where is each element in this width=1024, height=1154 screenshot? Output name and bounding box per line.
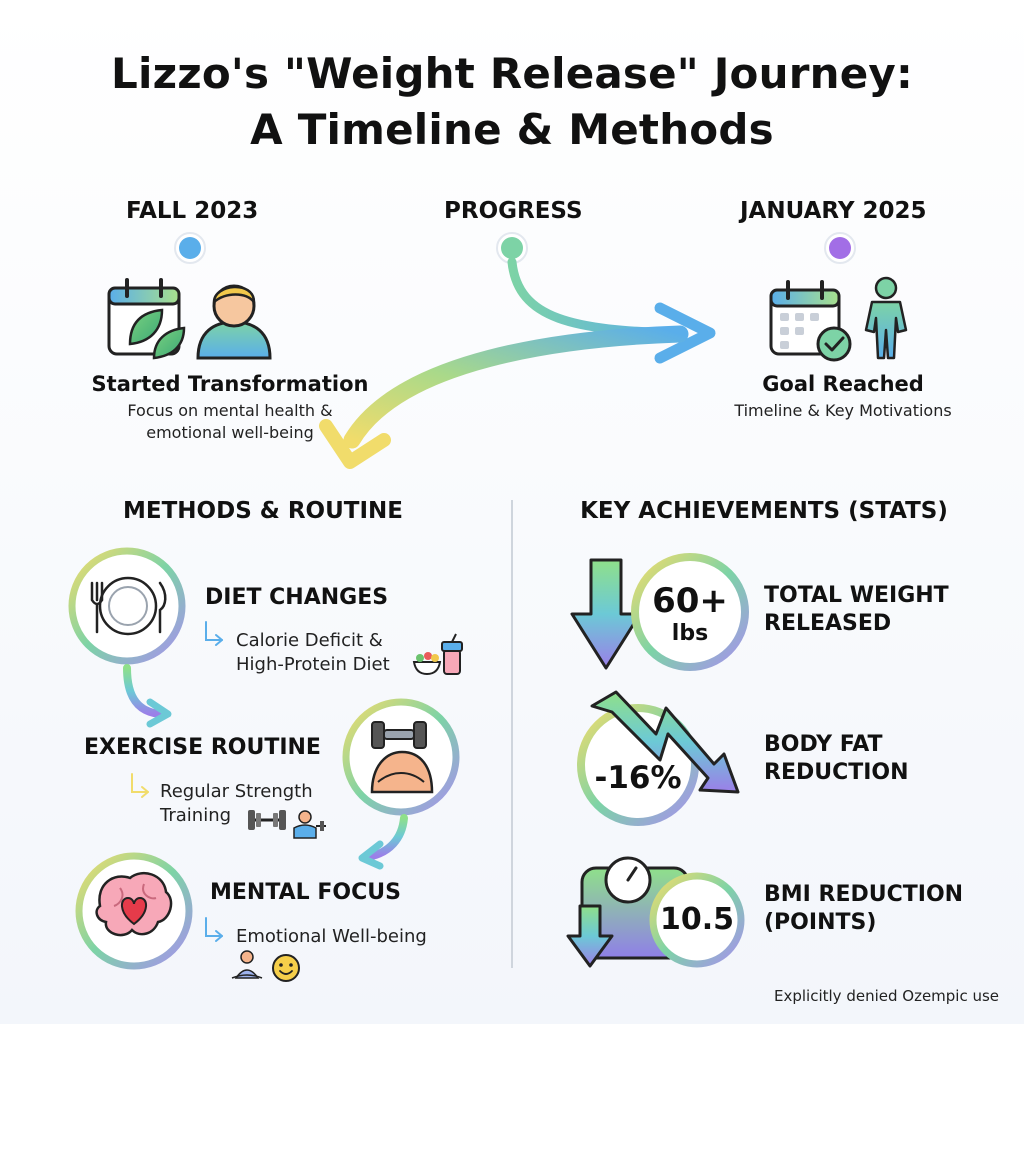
stat-bodyfat-label-2: REDUCTION xyxy=(764,760,909,785)
person-icon xyxy=(196,284,272,360)
methods-sweep-arrow xyxy=(319,325,689,469)
stat-weight-unit: lbs xyxy=(671,621,709,646)
flexed-arm-dumbbell-icon xyxy=(342,698,460,816)
timeline-dot-end xyxy=(824,232,856,264)
page-subtitle: A Timeline & Methods xyxy=(250,105,774,154)
stat-bmi-label-1: BMI REDUCTION xyxy=(764,882,964,907)
diet-title: DIET CHANGES xyxy=(205,585,389,610)
stat-ring-bmi xyxy=(649,872,745,968)
stat-bmi-label-2: (POINTS) xyxy=(764,910,877,935)
page-title: Lizzo's "Weight Release" Journey: xyxy=(111,49,913,98)
infographic: Lizzo's "Weight Release" Journey: A Time… xyxy=(0,0,1024,1024)
smiley-icon xyxy=(272,954,300,982)
plate-icon xyxy=(68,547,186,665)
exercise-detail-2: Training xyxy=(160,805,232,826)
exercise-detail-1: Regular Strength xyxy=(160,781,313,802)
timeline-label-start: FALL 2023 xyxy=(126,198,259,224)
diet-detail-2: High-Protein Diet xyxy=(236,654,390,675)
stat-ring-weight xyxy=(631,553,749,671)
methods-heading: METHODS & ROUTINE xyxy=(123,498,403,524)
infographic-artwork xyxy=(68,232,908,982)
salad-bowl-icon xyxy=(412,652,442,676)
mental-detail: Emotional Well-being xyxy=(236,926,427,947)
timeline xyxy=(174,232,856,264)
protein-shaker-icon xyxy=(441,633,463,675)
meditation-icon xyxy=(231,950,263,979)
footnote: Explicitly denied Ozempic use xyxy=(774,987,1000,1005)
start-phase-desc-2: emotional well-being xyxy=(146,423,314,442)
mental-title: MENTAL FOCUS xyxy=(210,880,401,905)
stat-bmi-value: 10.5 xyxy=(659,902,735,937)
down-arrow-icon xyxy=(570,558,642,670)
start-phase-desc-1: Focus on mental health & xyxy=(127,401,333,420)
calendar-check-icon xyxy=(769,280,852,362)
start-phase-title: Started Transformation xyxy=(91,372,369,396)
timeline-label-progress: PROGRESS xyxy=(444,198,583,224)
goal-phase-title: Goal Reached xyxy=(762,372,924,396)
timeline-label-end: JANUARY 2025 xyxy=(740,198,927,224)
stat-weight-label-2: RELEASED xyxy=(764,611,892,636)
timeline-dot-start xyxy=(174,232,206,264)
calendar-leaf-icon xyxy=(107,278,186,360)
lifting-person-icon xyxy=(293,810,326,839)
exercise-title: EXERCISE ROUTINE xyxy=(84,735,321,760)
stat-weight-label-1: TOTAL WEIGHT xyxy=(764,583,949,608)
stat-bodyfat-value: -16% xyxy=(594,760,682,796)
standing-person-icon xyxy=(864,276,908,360)
dumbbell-icon xyxy=(248,810,286,830)
stats-heading: KEY ACHIEVEMENTS (STATS) xyxy=(580,498,948,524)
stat-weight-value: 60+ xyxy=(652,581,728,621)
goal-phase-desc: Timeline & Key Motivations xyxy=(734,401,952,420)
brain-heart-icon xyxy=(75,852,193,970)
stat-bodyfat-label-1: BODY FAT xyxy=(764,732,883,757)
diet-detail-1: Calorie Deficit & xyxy=(236,630,383,651)
trend-down-icon xyxy=(590,690,740,794)
